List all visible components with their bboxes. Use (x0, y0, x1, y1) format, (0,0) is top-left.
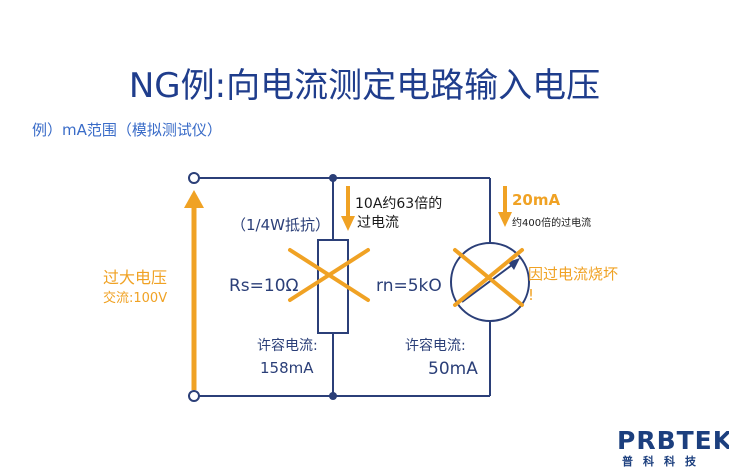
rs-allow-value: 158mA (260, 359, 314, 377)
meter-current-arrow-head (498, 212, 512, 227)
rs-overcurrent-line1: 10A约63倍的 (355, 196, 443, 212)
burn-label-line2: ! (528, 286, 535, 304)
meter-allow-label: 许容电流: (405, 338, 466, 354)
meter-needle (461, 261, 517, 303)
rn-label: rn=5kO (376, 276, 442, 296)
meter-current-label: 20mA (512, 191, 561, 209)
resistor-rating-label: （1/4W抵抗） (231, 216, 330, 234)
rs-current-arrow-head (341, 216, 355, 231)
overvoltage-label: 过大电压 (103, 268, 168, 287)
resistor-cross-mark (288, 248, 370, 302)
junction-top (329, 174, 337, 182)
rs-allow-label: 许容电流: (257, 338, 318, 354)
overvoltage-arrow-head (184, 190, 204, 208)
page-title: NG例:向电流测定电路输入电压 (128, 66, 601, 106)
terminal-top (188, 172, 200, 184)
company-logo: PRBTEK (617, 426, 729, 455)
subtitle: 例）mA范围（模拟测试仪） (32, 121, 222, 139)
resistor-rs (317, 239, 349, 334)
junction-bottom (329, 392, 337, 400)
burn-label-line1: 因过电流烧坏 (528, 265, 619, 283)
company-logo-subtitle: 普科科技 (622, 455, 706, 468)
terminal-bottom (188, 390, 200, 402)
meter-overcurrent-label: 约400倍的过电流 (512, 218, 592, 229)
rs-overcurrent-line2: 过电流 (357, 215, 399, 231)
meter-cross-mark (453, 248, 524, 307)
meter-allow-value: 50mA (428, 359, 478, 379)
ac-voltage-label: 交流:100V (103, 291, 168, 306)
rs-label: Rs=10Ω (229, 276, 299, 296)
circuit-wires (198, 177, 491, 397)
